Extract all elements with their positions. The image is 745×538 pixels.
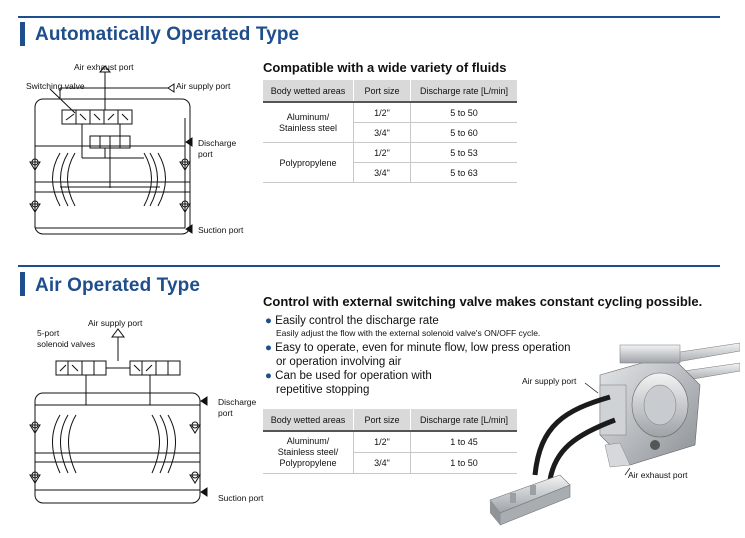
port-cell: 3/4"	[353, 162, 411, 183]
section-accent-bar	[20, 272, 25, 296]
label-photo-air-supply: Air supply port	[522, 376, 577, 386]
rate-cell: 5 to 50	[410, 101, 517, 123]
pump-product-photo	[489, 342, 740, 526]
port-cell: 1/2"	[353, 430, 411, 453]
feature-text-cont: repetitive stopping	[276, 384, 370, 396]
label-discharge-port-2-line2: port	[218, 408, 233, 418]
label-air-exhaust-port: Air exhaust port	[74, 62, 134, 72]
feature-text: Easily control the discharge rate	[275, 315, 439, 327]
table-header-row: Body wetted areas Port size Discharge ra…	[263, 80, 517, 102]
label-suction-port-2: Suction port	[218, 493, 264, 503]
label-switching-valve: Switching valve	[26, 81, 85, 91]
header-body-wetted: Body wetted areas	[263, 80, 354, 102]
label-suction-port: Suction port	[198, 225, 244, 235]
feature-list: ● Easily control the discharge rate Easi…	[265, 314, 570, 397]
label-air-supply-port-2: Air supply port	[88, 318, 143, 328]
feature-text: Easy to operate, even for minute flow, l…	[275, 342, 571, 354]
material-cell: Aluminum/ Stainless steel/ Polypropylene	[263, 430, 354, 474]
list-item: ● Easily control the discharge rate	[265, 315, 439, 327]
label-air-supply-port: Air supply port	[176, 81, 231, 91]
section-title-auto: Automatically Operated Type	[35, 24, 300, 45]
label-photo-air-exhaust: Air exhaust port	[628, 470, 688, 480]
table-row: 3/4" 5 to 60	[263, 122, 517, 143]
section-accent-bar	[20, 22, 25, 46]
feature-subtext: Easily adjust the flow with the external…	[276, 328, 541, 338]
top-rule	[18, 16, 720, 18]
rate-cell: 5 to 63	[410, 162, 517, 183]
table-row: Aluminum/ Stainless steel 1/2" 5 to 50	[263, 101, 517, 143]
auto-pump-schematic	[29, 65, 193, 235]
feature-text: Can be used for operation with	[275, 370, 432, 382]
label-solenoid-line1: 5-port	[37, 328, 60, 338]
header-discharge-rate: Discharge rate [L/min]	[410, 409, 517, 431]
label-discharge-port-line2: port	[198, 149, 213, 159]
feature-text-cont: or operation involving air	[276, 356, 402, 368]
port-cell: 3/4"	[353, 122, 411, 143]
auto-spec-table: Body wetted areas Port size Discharge ra…	[263, 80, 517, 183]
label-solenoid-line2: solenoid valves	[37, 339, 96, 349]
material-line: Aluminum/	[286, 111, 330, 122]
material-cell: Aluminum/ Stainless steel	[263, 101, 354, 143]
material-cell: Polypropylene	[263, 142, 354, 183]
header-port-size: Port size	[353, 409, 411, 431]
table-row: 3/4" 1 to 50	[263, 452, 517, 474]
port-cell: 3/4"	[353, 452, 411, 474]
label-discharge-port: Discharge	[198, 138, 237, 148]
air-spec-table: Body wetted areas Port size Discharge ra…	[263, 409, 517, 474]
table-row: 3/4" 5 to 63	[263, 162, 517, 183]
header-body-wetted: Body wetted areas	[263, 409, 354, 431]
table-row: Aluminum/ Stainless steel/ Polypropylene…	[263, 430, 517, 474]
air-pump-schematic	[29, 328, 208, 504]
label-discharge-port-2: Discharge	[218, 397, 257, 407]
port-cell: 1/2"	[353, 142, 411, 163]
port-cell: 1/2"	[353, 101, 411, 123]
section1-subtitle: Compatible with a wide variety of fluids	[263, 60, 507, 75]
list-item: ● Easy to operate, even for minute flow,…	[265, 342, 571, 354]
section2-subtitle: Control with external switching valve ma…	[263, 294, 703, 309]
material-line: Polypropylene	[279, 458, 337, 468]
rate-cell: 1 to 50	[410, 452, 517, 474]
material-line: Aluminum/	[286, 436, 330, 446]
section-title-air: Air Operated Type	[35, 275, 200, 296]
section2-rule	[18, 265, 720, 267]
table-header-row: Body wetted areas Port size Discharge ra…	[263, 409, 517, 431]
material-line: Stainless steel/	[277, 447, 339, 457]
rate-cell: 5 to 60	[410, 122, 517, 143]
rate-cell: 1 to 45	[410, 430, 517, 453]
header-discharge-rate: Discharge rate [L/min]	[410, 80, 517, 102]
material-line: Stainless steel	[278, 122, 338, 133]
header-port-size: Port size	[353, 80, 411, 102]
rate-cell: 5 to 53	[410, 142, 517, 163]
table-row: Polypropylene 1/2" 5 to 53	[263, 142, 517, 183]
list-item: ● Can be used for operation with	[265, 370, 432, 382]
